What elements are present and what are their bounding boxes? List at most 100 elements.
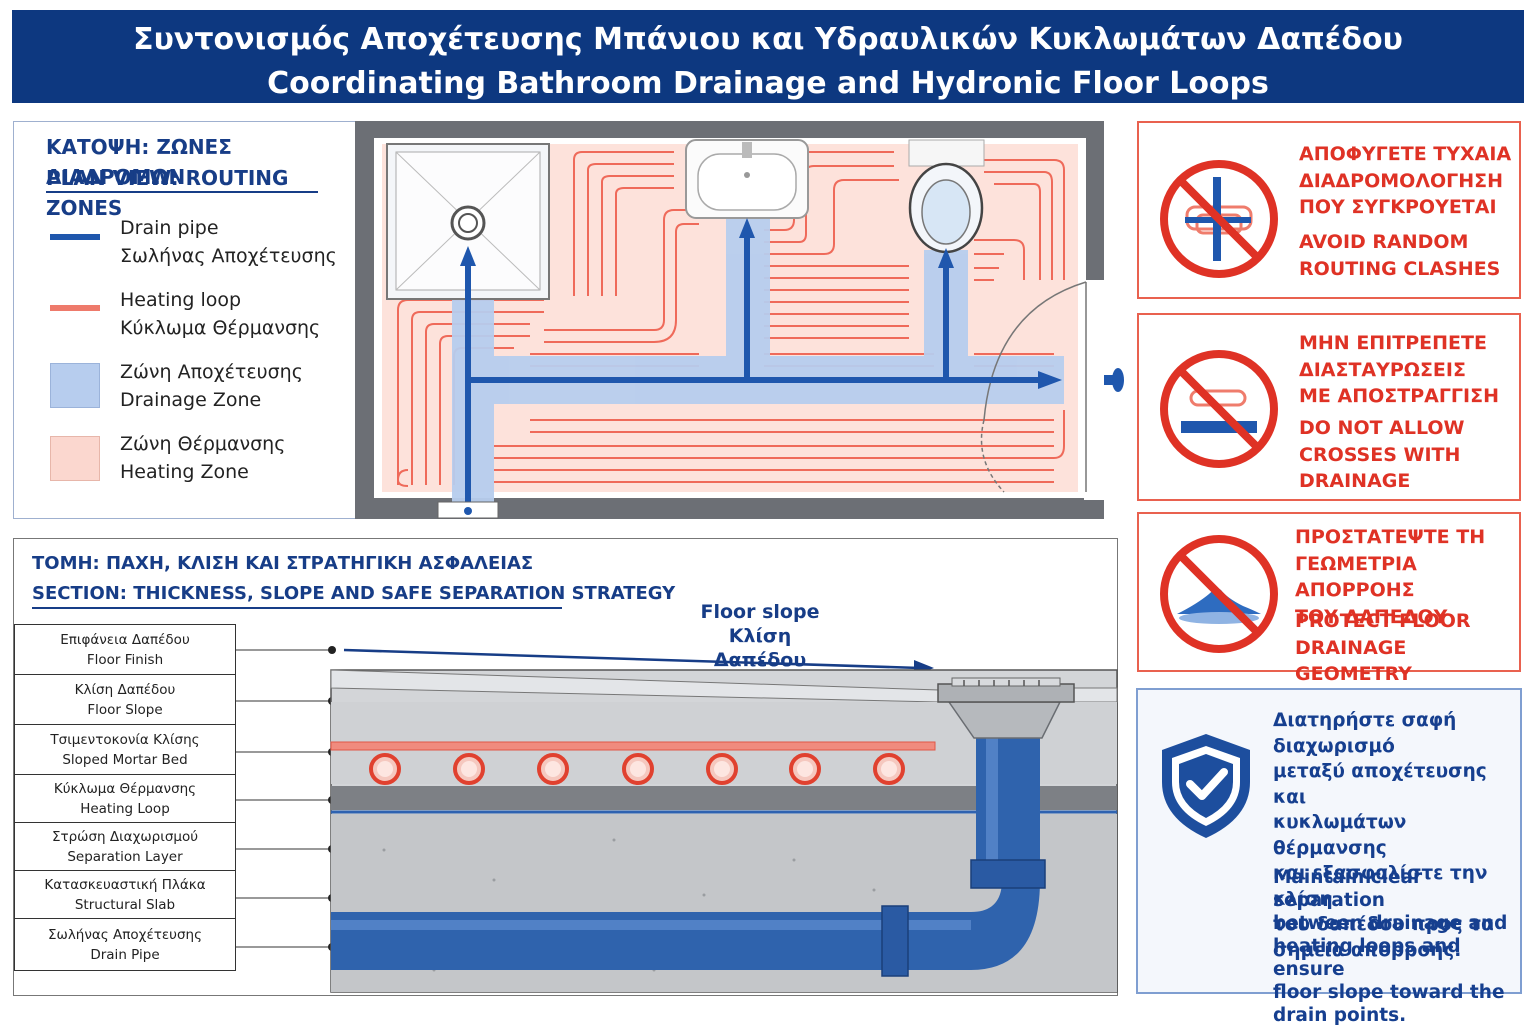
title-banner: Συντονισμός Αποχέτευσης Μπάνιου και Υδρα… bbox=[12, 10, 1524, 103]
section-drawing bbox=[236, 646, 1118, 993]
warning-box-routing: ΑΠΟΦΥΓΕΤΕ ΤΥΧΑΙΑ ΔΙΑΔΡΟΜΟΛΟΓΗΣΗ ΠΟΥ ΣΥΓΚ… bbox=[1137, 121, 1521, 299]
riser-coupling bbox=[970, 859, 1046, 889]
floor-slope-arrow bbox=[343, 648, 921, 670]
heating-layer bbox=[330, 741, 936, 751]
heating-zone-swatch bbox=[50, 436, 100, 481]
floor-drain-grate bbox=[937, 683, 1075, 703]
info-line: between drainage and bbox=[1273, 913, 1508, 934]
layer-label-greek: Τσιμεντοκονία Κλίσης bbox=[50, 731, 200, 748]
layer-label-english: Floor Finish bbox=[86, 651, 164, 668]
legend-label: Ζώνη Θέρμανσης bbox=[120, 433, 286, 455]
heating-loop bbox=[994, 183, 1041, 280]
heating-loop bbox=[439, 335, 530, 485]
heating-loop bbox=[764, 179, 899, 255]
warning-line: ROUTING CLASHES bbox=[1299, 257, 1501, 280]
info-line: μεταξύ αποχέτευσης και bbox=[1273, 761, 1487, 808]
heating-loop-lines bbox=[396, 151, 1065, 487]
no-crossing-icon bbox=[1160, 350, 1278, 468]
warning-box-crossing: ΜΗΝ ΕΠΙΤΡΕΠΕΤΕ ΔΙΑΣΤΑΥΡΩΣΕΙΣ ΜΕ ΑΠΟΣΤΡΑΓ… bbox=[1137, 313, 1521, 501]
slope-label-greek: Κλίση Δαπέδου bbox=[713, 625, 807, 671]
plan-heading-english: PLAN VIEW: ROUTING ZONES bbox=[46, 166, 289, 220]
warning-line: PROTECT FLOOR bbox=[1295, 610, 1471, 632]
title-greek: Συντονισμός Αποχέτευσης Μπάνιου και Υδρα… bbox=[133, 22, 1403, 57]
warning-line: ΠΡΟΣΤΑΤΕΨΤΕ ΤΗ bbox=[1295, 526, 1486, 548]
title-english: Coordinating Bathroom Drainage and Hydro… bbox=[267, 66, 1269, 101]
legend-label: Heating Zone bbox=[120, 461, 249, 483]
legend-label: Κύκλωμα Θέρμανσης bbox=[120, 317, 321, 339]
heating-loop bbox=[573, 151, 674, 296]
warning-text-greek: ΜΗΝ ΕΠΙΤΡΕΠΕΤΕ ΔΙΑΣΤΑΥΡΩΣΕΙΣ ΜΕ ΑΠΟΣΤΡΑΓ… bbox=[1299, 330, 1499, 410]
drainage-zone-swatch bbox=[50, 363, 100, 408]
layer-label-greek: Επιφάνεια Δαπέδου bbox=[60, 631, 190, 648]
drain-arrow bbox=[1038, 371, 1062, 389]
info-text-english: Maintain clear separation between draina… bbox=[1273, 866, 1520, 1027]
layer-label-greek: Σωλήνας Αποχέτευσης bbox=[47, 926, 203, 943]
heating-loop bbox=[984, 171, 1053, 280]
warning-text-english: PROTECT FLOOR DRAINAGE GEOMETRY bbox=[1295, 608, 1519, 688]
warning-box-geometry: ΠΡΟΣΤΑΤΕΨΤΕ ΤΗ ΓΕΩΜΕΤΡΙΑ ΑΠΟΡΡΟΗΣ ΤΟΥ ΔΑ… bbox=[1137, 512, 1521, 685]
warning-line: ΑΠΟΦΥΓΕΤΕ ΤΥΧΑΙΑ bbox=[1299, 143, 1512, 165]
legend-label: Drain pipe bbox=[120, 217, 219, 239]
heating-loop bbox=[544, 209, 694, 331]
shower-drain-icon bbox=[450, 205, 486, 241]
layer-label-english: Drain Pipe bbox=[90, 946, 160, 963]
layer-label-greek: Κλίση Δαπέδου bbox=[74, 681, 176, 698]
warning-line: ΔΙΑΔΡΟΜΟΛΟΓΗΣΗ bbox=[1299, 169, 1504, 192]
layer-label-greek: Στρώση Διαχωρισμού bbox=[51, 828, 199, 845]
info-line: floor slope toward the bbox=[1273, 982, 1505, 1003]
heating-loop bbox=[396, 469, 409, 487]
layer-label-english: Heating Loop bbox=[80, 800, 170, 817]
heating-loop bbox=[544, 223, 699, 343]
heating-loop bbox=[425, 323, 530, 485]
drain-outlet bbox=[1104, 375, 1116, 385]
no-ponding-icon bbox=[1160, 535, 1278, 653]
leader-lines bbox=[236, 649, 332, 948]
drain-pipes bbox=[465, 227, 1042, 515]
warning-line: ΜΗΝ ΕΠΙΤΡΕΠΕΤΕ bbox=[1299, 332, 1487, 354]
heating-loop bbox=[494, 410, 1065, 459]
info-line: του δαπέδου προς τα bbox=[1273, 914, 1494, 935]
info-line: Maintain clear separation bbox=[1273, 867, 1423, 911]
legend-heating-loop: Heating loop Κύκλωμα Θέρμανσης bbox=[120, 286, 320, 342]
heading-underline bbox=[32, 607, 562, 609]
heating-loop bbox=[397, 299, 544, 485]
layer-label-english: Separation Layer bbox=[67, 848, 183, 865]
warning-line: DO NOT ALLOW bbox=[1299, 417, 1465, 439]
layer-label-english: Structural Slab bbox=[74, 896, 176, 913]
floor-finish-layer bbox=[1073, 687, 1118, 703]
warning-text-greek: ΠΡΟΣΤΑΤΕΨΤΕ ΤΗ ΓΕΩΜΕΤΡΙΑ ΑΠΟΡΡΟΗΣ ΤΟΥ ΔΑ… bbox=[1295, 524, 1519, 630]
drain-pipe-swatch bbox=[50, 234, 100, 240]
layer-label-english: Sloped Mortar Bed bbox=[62, 751, 188, 768]
heating-loop bbox=[615, 187, 674, 296]
drain-outlet-cap bbox=[1112, 368, 1124, 392]
warning-line: CROSSES WITH bbox=[1299, 443, 1461, 466]
door-opening bbox=[1084, 280, 1104, 500]
drain-arrow bbox=[739, 218, 755, 238]
info-line: και εξασφαλίστε την κλίση bbox=[1273, 863, 1488, 910]
legend-label: Ζώνη Αποχέτευσης bbox=[120, 361, 303, 383]
warning-line: ΠΟΥ ΣΥΓΚΡΟΥΕΤΑΙ bbox=[1299, 196, 1497, 218]
heading-underline bbox=[46, 191, 318, 193]
warning-line: ΓΕΩΜΕΤΡΙΑ ΑΠΟΡΡΟΗΣ bbox=[1295, 552, 1417, 602]
toilet-tank bbox=[908, 139, 985, 167]
layer-label-english: Floor Slope bbox=[87, 701, 163, 718]
layer-label-greek: Κύκλωμα Θέρμανσης bbox=[53, 780, 197, 797]
info-text-greek: Διατηρήστε σαφή διαχωρισμό μεταξύ αποχέτ… bbox=[1273, 708, 1520, 963]
floor-slope-label: Floor slope Κλίση Δαπέδου bbox=[680, 600, 840, 672]
section-heading-english: SECTION: THICKNESS, SLOPE AND SAFE SEPAR… bbox=[32, 583, 676, 604]
plan-heading-greek: ΚΑΤΟΨΗ: ΖΩΝΕΣ ΔΙΑΔΡΟΜΩΝ bbox=[46, 135, 232, 189]
heating-loop bbox=[974, 239, 1025, 280]
heating-loop bbox=[601, 175, 674, 296]
legend-drainage-zone: Ζώνη Αποχέτευσης Drainage Zone bbox=[120, 358, 303, 414]
warning-line: DRAINAGE bbox=[1299, 470, 1411, 492]
info-line: σημεία απορροής. bbox=[1273, 939, 1462, 961]
plan-legend-panel: ΚΑΤΟΨΗ: ΖΩΝΕΣ ΔΙΑΔΡΟΜΩΝ PLAN VIEW: ROUTI… bbox=[13, 121, 356, 519]
warning-text-english: DO NOT ALLOW CROSSES WITH DRAINAGE bbox=[1299, 415, 1465, 495]
